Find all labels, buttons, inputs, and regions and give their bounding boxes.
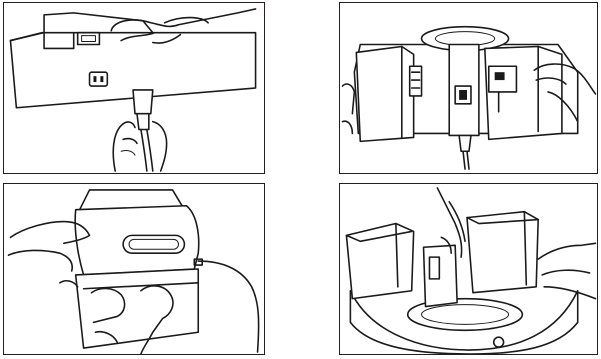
- battery-insert-illustration: [340, 3, 597, 173]
- indicator-button: [494, 337, 504, 347]
- display-window: [123, 235, 184, 253]
- power-inlet-icon: [90, 72, 108, 86]
- step-1-power-cord-panel: [3, 2, 265, 174]
- right-battery-pack: [467, 212, 538, 293]
- power-cord: [198, 261, 258, 352]
- step-3-disassembly-panel: [3, 183, 265, 355]
- hand-top: [111, 9, 255, 31]
- left-battery-pack: [356, 46, 421, 141]
- lower-base: [76, 269, 199, 348]
- latch: [78, 33, 100, 45]
- battery-removal-illustration: [340, 184, 597, 354]
- step-4-battery-removal-panel: [339, 183, 598, 355]
- disassembly-illustration: [4, 184, 264, 354]
- center-battery: [424, 245, 458, 306]
- hand-right: [538, 243, 595, 259]
- left-battery-pack: [346, 224, 413, 299]
- power-plug: [133, 90, 153, 171]
- hand-left: [342, 84, 354, 114]
- power-cord-illustration: [4, 3, 264, 173]
- step-2-battery-insert-panel: [339, 2, 598, 174]
- hand-bottom: [113, 122, 135, 171]
- center-slot: [449, 45, 479, 170]
